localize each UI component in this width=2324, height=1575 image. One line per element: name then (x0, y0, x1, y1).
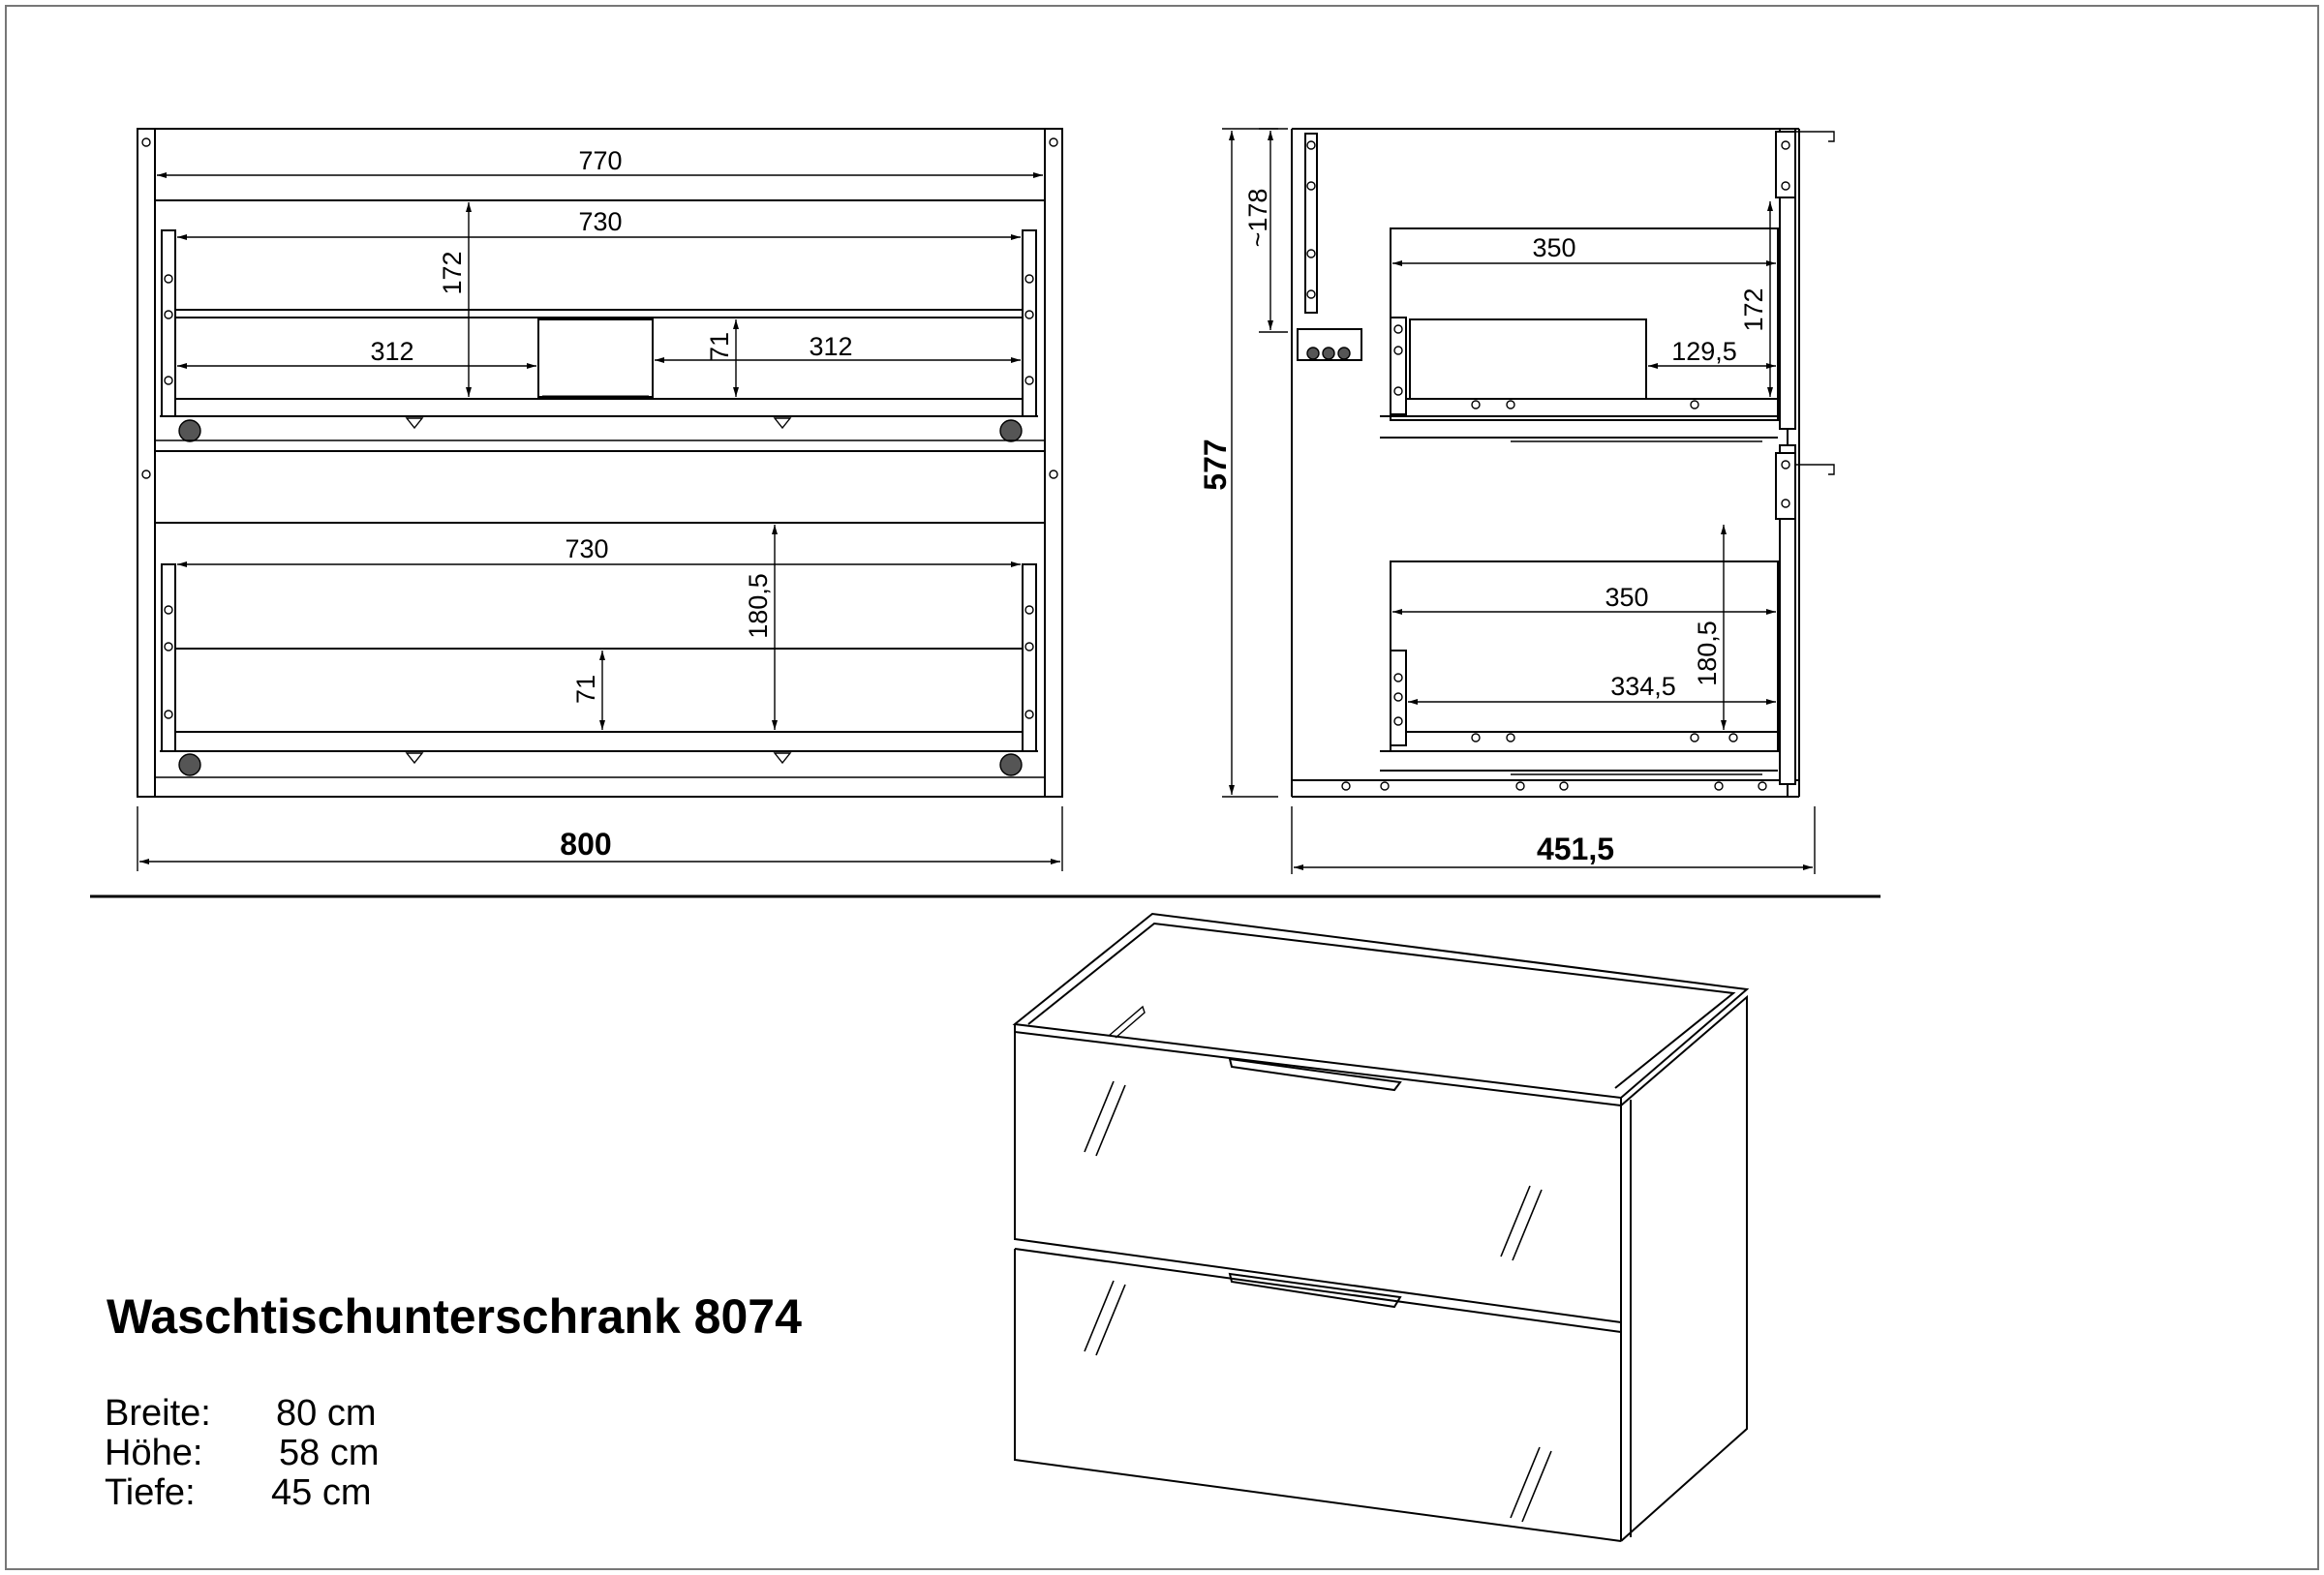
dim-730-bottom: 730 (565, 534, 608, 563)
dim-577: 577 (1198, 439, 1233, 490)
dim-71-bottom: 71 (571, 675, 600, 704)
dim-312-right: 312 (809, 332, 852, 361)
dim-180-5-side: 180,5 (1693, 621, 1722, 686)
dim-800: 800 (560, 827, 611, 862)
dim-172-side: 172 (1739, 288, 1768, 331)
dim-350-bottom: 350 (1605, 583, 1648, 612)
spec-value-breite: 80 cm (276, 1393, 376, 1434)
dim-451-5: 451,5 (1537, 832, 1614, 866)
spec-value-hoehe: 58 cm (279, 1433, 379, 1473)
dim-172-front: 172 (438, 251, 467, 294)
dim-730-top: 730 (578, 207, 622, 236)
spec-label-hoehe: Höhe: (105, 1433, 202, 1473)
spec-value-tiefe: 45 cm (271, 1472, 371, 1513)
sheet-frame (5, 5, 2319, 1570)
side-view (1222, 128, 1835, 874)
product-title: Waschtischunterschrank 8074 (107, 1289, 802, 1344)
dim-350-top: 350 (1532, 233, 1575, 262)
spec-label-tiefe: Tiefe: (105, 1472, 196, 1513)
dim-129-5: 129,5 (1671, 337, 1737, 366)
front-view (137, 128, 1063, 871)
dim-178: ~178 (1243, 189, 1272, 248)
dim-770: 770 (578, 146, 622, 175)
perspective-view (1012, 912, 1750, 1542)
spec-label-breite: Breite: (105, 1393, 211, 1434)
dim-334-5: 334,5 (1610, 672, 1676, 701)
dim-71-top: 71 (705, 332, 734, 361)
dim-312-left: 312 (370, 337, 413, 366)
dim-180-5-front: 180,5 (744, 573, 773, 639)
